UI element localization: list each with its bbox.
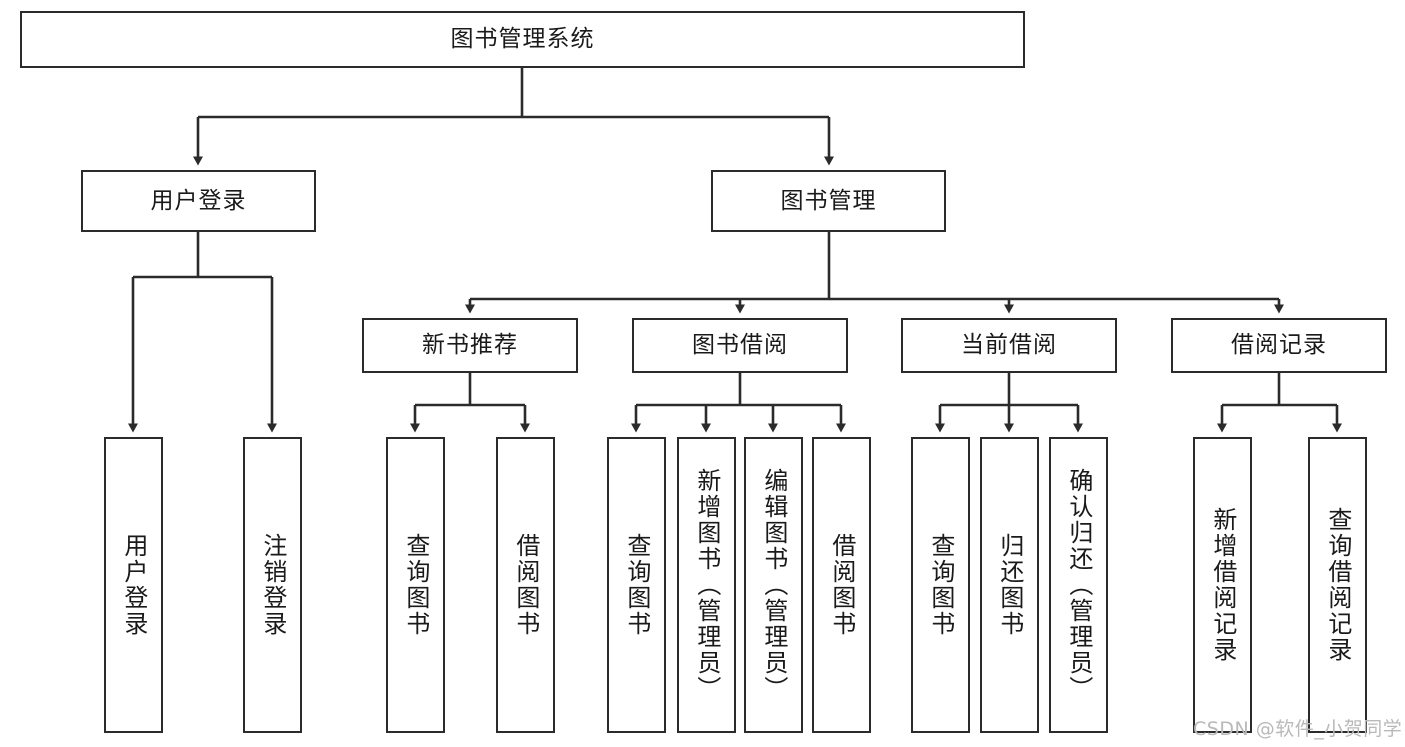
node-leaf-query-borrow-record[interactable]: 查询借阅记录 <box>1308 437 1367 733</box>
node-label: 新增图书（管理员） <box>692 468 721 702</box>
node-label: 借阅图书 <box>511 533 540 637</box>
node-label: 编辑图书（管理员） <box>759 468 788 702</box>
node-leaf-add-book-admin[interactable]: 新增图书（管理员） <box>677 437 736 733</box>
node-label: 新书推荐 <box>422 332 518 358</box>
node-leaf-borrow-book-2[interactable]: 借阅图书 <box>812 437 871 733</box>
node-leaf-user-login[interactable]: 用户登录 <box>104 437 163 733</box>
node-leaf-confirm-return-admin[interactable]: 确认归还（管理员） <box>1049 437 1108 733</box>
node-leaf-return-book[interactable]: 归还图书 <box>980 437 1039 733</box>
node-root-system[interactable]: 图书管理系统 <box>20 11 1025 68</box>
node-leaf-query-book-2[interactable]: 查询图书 <box>607 437 666 733</box>
node-label: 查询图书 <box>401 533 430 637</box>
node-label: 查询图书 <box>622 533 651 637</box>
node-book-manage[interactable]: 图书管理 <box>711 170 946 232</box>
node-label: 图书借阅 <box>692 332 788 358</box>
node-leaf-query-book-3[interactable]: 查询图书 <box>911 437 970 733</box>
node-label: 确认归还（管理员） <box>1064 468 1093 702</box>
node-label: 用户登录 <box>150 187 247 214</box>
node-label: 图书管理 <box>780 187 877 214</box>
node-leaf-borrow-book-1[interactable]: 借阅图书 <box>496 437 555 733</box>
node-label: 注销登录 <box>258 533 287 637</box>
node-borrow-record[interactable]: 借阅记录 <box>1171 318 1387 373</box>
node-label: 用户登录 <box>119 533 148 637</box>
node-leaf-add-borrow-record[interactable]: 新增借阅记录 <box>1193 437 1252 733</box>
node-leaf-query-book-1[interactable]: 查询图书 <box>386 437 445 733</box>
node-label: 借阅图书 <box>827 533 856 637</box>
node-current-borrow[interactable]: 当前借阅 <box>901 318 1117 373</box>
node-leaf-edit-book-admin[interactable]: 编辑图书（管理员） <box>744 437 803 733</box>
node-book-borrow[interactable]: 图书借阅 <box>632 318 848 373</box>
node-label: 归还图书 <box>995 533 1024 637</box>
node-label: 新增借阅记录 <box>1208 507 1237 663</box>
node-label: 图书管理系统 <box>450 26 595 52</box>
node-label: 当前借阅 <box>961 332 1057 358</box>
node-new-book-recommend[interactable]: 新书推荐 <box>362 318 578 373</box>
node-label: 查询借阅记录 <box>1323 507 1352 663</box>
node-leaf-logout-login[interactable]: 注销登录 <box>243 437 302 733</box>
node-label: 查询图书 <box>926 533 955 637</box>
node-label: 借阅记录 <box>1231 332 1327 358</box>
node-user-login[interactable]: 用户登录 <box>81 170 316 232</box>
